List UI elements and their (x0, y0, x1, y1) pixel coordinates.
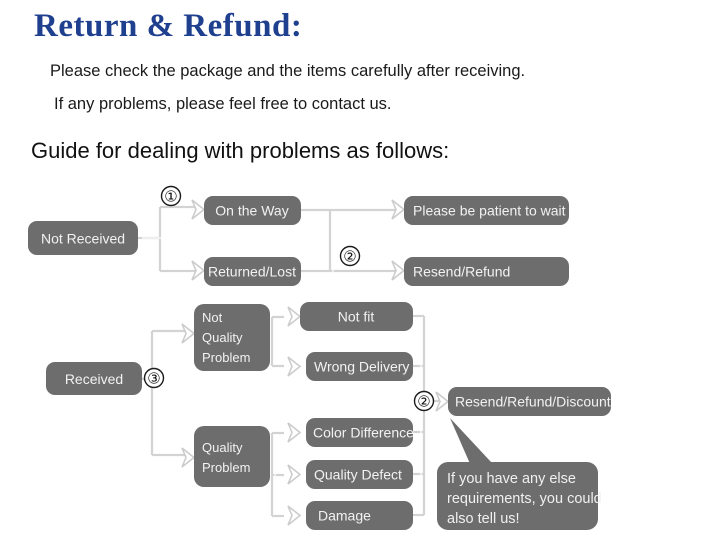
marker-2-bottom-label: ② (417, 395, 430, 411)
arrowhead-resend-refund-discount (435, 391, 450, 412)
node-wrong-delivery-label: Wrong Delivery (314, 359, 409, 375)
intro-line-2: If any problems, please feel free to con… (54, 95, 392, 113)
node-not-received: Not Received (28, 221, 138, 255)
callout-line-2: requirements, you could (447, 491, 602, 507)
marker-2-top-label: ② (343, 250, 356, 266)
node-color-difference-label: Color Difference (313, 425, 414, 441)
connector-on-the-way-to-wait (300, 208, 398, 214)
callout-line-3: also tell us! (447, 511, 520, 527)
node-please-be-patient-to-wait: Please be patient to wait (404, 196, 569, 225)
node-not-fit-label: Not fit (338, 309, 375, 325)
node-quality-problem: Quality Problem (194, 426, 270, 487)
connector-returned-lost-to-resend (300, 269, 398, 275)
node-on-the-way: On the Way (204, 196, 301, 225)
node-not-quality-problem: Not Quality Problem (194, 304, 270, 371)
node-wrong-delivery: Wrong Delivery (306, 352, 413, 381)
node-resend-refund-label: Resend/Refund (413, 264, 510, 280)
node-returned-lost: Returned/Lost (204, 257, 301, 286)
node-damage: Damage (306, 501, 413, 530)
connector-top-vertical-tie (328, 210, 334, 274)
arrowhead-resend-refund (391, 260, 406, 281)
connector-merge-bus (413, 314, 440, 517)
node-please-be-patient-label: Please be patient to wait (413, 203, 566, 219)
arrowhead-not-fit (287, 306, 302, 327)
node-quality-defect-label: Quality Defect (314, 467, 402, 483)
node-not-quality-problem-line-3: Problem (202, 350, 250, 365)
node-not-fit: Not fit (300, 302, 413, 331)
marker-1: ① (160, 185, 182, 207)
node-color-difference: Color Difference (306, 418, 414, 447)
arrowhead-color-difference (287, 422, 302, 443)
node-on-the-way-label: On the Way (215, 203, 288, 219)
marker-3: ③ (143, 367, 165, 389)
node-not-received-label: Not Received (41, 231, 125, 247)
node-received-label: Received (65, 371, 123, 387)
connector-received-split (142, 329, 186, 457)
node-resend-refund: Resend/Refund (404, 257, 569, 286)
page-title: Return & Refund: (34, 8, 303, 44)
callout-extra-requirements: If you have any else requirements, you c… (437, 418, 602, 530)
marker-1-label: ① (164, 190, 177, 206)
arrowhead-quality-defect (287, 464, 302, 485)
marker-2-bottom: ② (413, 390, 435, 412)
arrowhead-returned-lost (191, 260, 206, 281)
arrowhead-damage (287, 505, 302, 526)
node-resend-refund-discount-label: Resend/Refund/Discount (455, 394, 611, 410)
callout-line-1: If you have any else (447, 471, 576, 487)
connector-quality-split (270, 431, 284, 518)
guide-heading: Guide for dealing with problems as follo… (31, 138, 450, 163)
node-quality-defect: Quality Defect (306, 460, 413, 489)
node-resend-refund-discount: Resend/Refund/Discount (448, 387, 611, 416)
node-not-quality-problem-line-1: Not (202, 310, 223, 325)
marker-3-label: ③ (147, 372, 160, 388)
node-received: Received (46, 362, 142, 395)
node-not-quality-problem-line-2: Quality (202, 330, 243, 345)
node-returned-lost-label: Returned/Lost (208, 264, 296, 280)
arrowhead-quality-problem (181, 447, 196, 468)
node-damage-label: Damage (318, 508, 371, 524)
arrowhead-wrong-delivery (287, 356, 302, 377)
connector-not-quality-split (270, 315, 284, 368)
arrowhead-on-the-way (191, 199, 206, 220)
arrowhead-please-wait (391, 199, 406, 220)
intro-line-1: Please check the package and the items c… (50, 62, 526, 80)
marker-2-top: ② (339, 245, 361, 267)
connector-not-received-split (138, 205, 196, 273)
arrowhead-not-quality-problem (181, 323, 196, 344)
node-quality-problem-line-1: Quality (202, 440, 243, 455)
node-quality-problem-line-2: Problem (202, 460, 250, 475)
